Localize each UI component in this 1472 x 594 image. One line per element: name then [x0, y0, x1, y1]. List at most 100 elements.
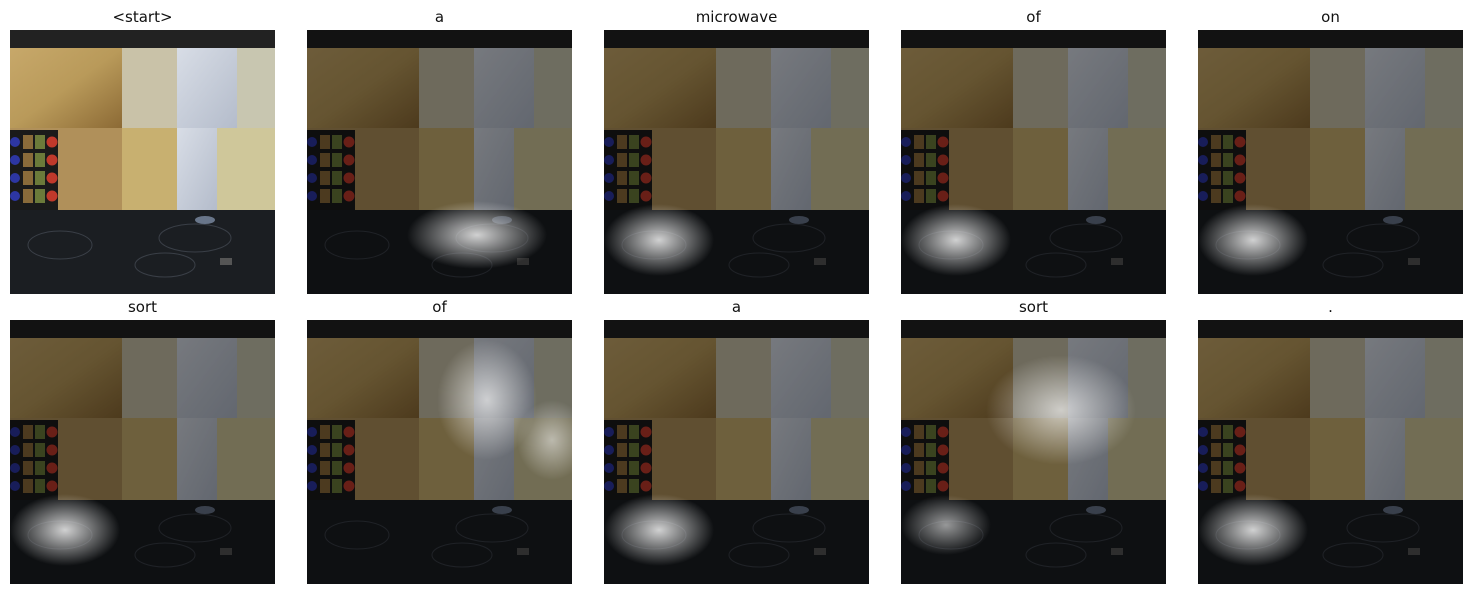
spice-jar	[332, 479, 342, 493]
tile	[1310, 128, 1365, 210]
spice-rack	[901, 130, 949, 212]
tile	[419, 48, 474, 128]
spice-jar-red	[343, 462, 355, 474]
spice-jar-blue	[604, 481, 614, 491]
attention-highlight	[437, 340, 537, 460]
spice-jar	[1223, 153, 1233, 167]
spice-jar	[35, 153, 45, 167]
spice-rack	[10, 420, 58, 502]
spice-jar-blue	[307, 445, 317, 455]
spice-jar-red	[1234, 444, 1246, 456]
spice-jar-blue	[1198, 155, 1208, 165]
spice-jar-blue	[307, 481, 317, 491]
spice-jar-blue	[307, 463, 317, 473]
attention-highlight	[604, 204, 714, 276]
spice-jar-blue	[307, 191, 317, 201]
spice-jar-red	[937, 444, 949, 456]
kitchen-photo-with-attention	[307, 320, 572, 584]
tile	[177, 338, 237, 418]
spice-jar-red	[46, 190, 58, 202]
spice-rack	[10, 130, 58, 212]
tile	[514, 128, 572, 210]
spice-jar	[926, 189, 936, 203]
spice-jar	[1211, 425, 1221, 439]
tile	[419, 128, 474, 210]
spice-jar	[926, 479, 936, 493]
spice-jar-blue	[901, 481, 911, 491]
spice-jar-blue	[307, 173, 317, 183]
burner	[134, 252, 196, 278]
tile	[122, 338, 177, 418]
tile	[716, 48, 771, 128]
tile	[534, 48, 572, 128]
control-panel	[517, 258, 529, 265]
burner	[1049, 513, 1123, 543]
spice-jar	[1223, 135, 1233, 149]
spice-jar-red	[343, 190, 355, 202]
spice-jar-blue	[901, 173, 911, 183]
spice-jar-red	[937, 172, 949, 184]
spice-jar	[332, 443, 342, 457]
spice-jar-red	[343, 154, 355, 166]
attention-highlight	[986, 355, 1136, 465]
spice-jar-red	[937, 462, 949, 474]
spice-jar	[1211, 461, 1221, 475]
spice-jar	[617, 443, 627, 457]
cabinet-edge	[604, 320, 869, 338]
kitchen-photo-with-attention	[901, 30, 1166, 294]
attention-highlight	[901, 204, 1011, 276]
spice-jar	[926, 443, 936, 457]
spice-jar	[629, 443, 639, 457]
tile	[177, 418, 217, 500]
spice-jar	[914, 425, 924, 439]
tile	[10, 338, 122, 418]
burner	[455, 513, 529, 543]
burner	[158, 513, 232, 543]
spice-jar-red	[46, 172, 58, 184]
spice-jar-red	[343, 136, 355, 148]
tile	[1198, 48, 1310, 128]
tile	[217, 418, 275, 500]
tile	[10, 48, 122, 128]
tile	[716, 128, 771, 210]
spice-jar-blue	[10, 463, 20, 473]
spice-jar-blue	[1198, 191, 1208, 201]
tile	[771, 418, 811, 500]
cabinet-edge	[10, 30, 275, 48]
spice-jar	[914, 153, 924, 167]
spice-jar	[332, 135, 342, 149]
spice-jar-red	[46, 462, 58, 474]
spice-jar-blue	[1198, 481, 1208, 491]
tile	[307, 48, 419, 128]
spice-jar-red	[46, 444, 58, 456]
spice-jar	[35, 443, 45, 457]
spice-jar	[914, 135, 924, 149]
spice-jar-red	[640, 136, 652, 148]
spice-jar-red	[640, 172, 652, 184]
tile	[1013, 48, 1068, 128]
spice-jar	[332, 189, 342, 203]
kitchen-photo-with-attention	[1198, 320, 1463, 584]
spice-jar	[914, 461, 924, 475]
burner	[27, 230, 93, 260]
spice-jar-blue	[1198, 173, 1208, 183]
spice-jar	[926, 461, 936, 475]
spice-jar	[320, 135, 330, 149]
spice-jar-blue	[901, 463, 911, 473]
spice-jar-blue	[901, 445, 911, 455]
spice-jar-red	[937, 190, 949, 202]
panel-word-label: .	[1328, 298, 1333, 316]
spice-jar-blue	[10, 155, 20, 165]
spice-jar	[1223, 425, 1233, 439]
tile	[604, 338, 716, 418]
burner	[1049, 223, 1123, 253]
control-panel	[814, 258, 826, 265]
tile	[474, 48, 534, 128]
spice-jar-blue	[604, 445, 614, 455]
tile	[1310, 338, 1365, 418]
spice-jar-red	[46, 154, 58, 166]
spice-jar-red	[1234, 136, 1246, 148]
spice-jar-blue	[901, 137, 911, 147]
panel-word-label: a	[434, 8, 445, 26]
spice-jar-blue	[901, 155, 911, 165]
